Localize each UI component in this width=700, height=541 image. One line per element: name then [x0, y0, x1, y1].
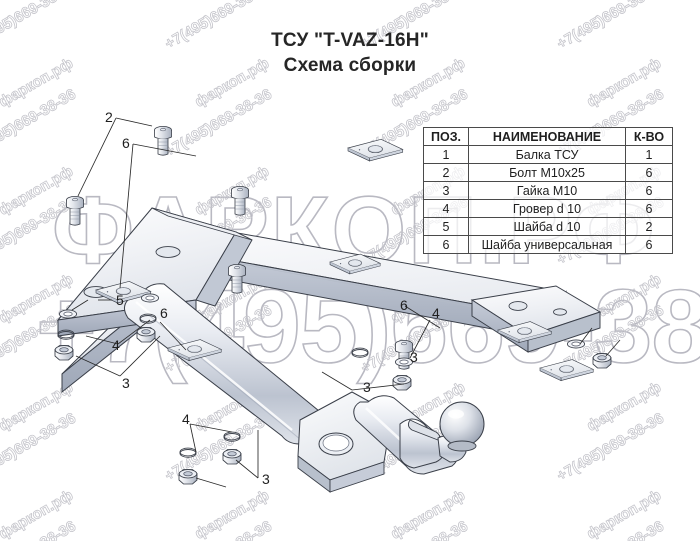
cell-qty: 6: [625, 181, 673, 200]
title-line-1: ТСУ "T-VAZ-16H": [271, 30, 429, 51]
callout-3-mid: 3: [410, 349, 418, 365]
cell-pos: 2: [423, 163, 469, 182]
cell-name: Шайба d 10: [468, 217, 626, 236]
cell-name: Балка ТСУ: [468, 145, 626, 164]
universal-plate-upper-right: [347, 139, 404, 162]
bolt-mid-right: [231, 185, 249, 216]
nut-left2: [136, 327, 156, 343]
callout-4-bottom: 4: [182, 411, 190, 427]
grover-right: [351, 347, 369, 358]
grover-bottom1: [223, 431, 241, 442]
universal-plate-right-lower: [539, 359, 594, 381]
header-qty: К-ВО: [625, 127, 673, 146]
cell-name: Гровер d 10: [468, 199, 626, 218]
callout-4-left: 4: [112, 337, 120, 353]
grover-bottom2: [179, 447, 197, 458]
callout-3-right: 3: [363, 379, 371, 395]
cell-qty: 6: [625, 199, 673, 218]
nut-bottom-right: [592, 353, 612, 369]
cell-pos: 1: [423, 145, 469, 164]
cell-qty: 2: [625, 217, 673, 236]
callout-3-bottom: 3: [262, 471, 270, 487]
callout-5: 5: [116, 292, 124, 308]
callout-6-lower-left: 6: [160, 305, 168, 321]
callout-4-right: 4: [432, 305, 440, 321]
parts-table-header-row: ПОЗ. НАИМЕНОВАНИЕ К-ВО: [423, 127, 673, 146]
cell-qty: 6: [625, 235, 673, 254]
callout-6-upper: 6: [122, 135, 130, 151]
cell-pos: 4: [423, 199, 469, 218]
cell-pos: 6: [423, 235, 469, 254]
cell-qty: 1: [625, 145, 673, 164]
bolt-upper-left: [66, 195, 84, 226]
header-pos: ПОЗ.: [423, 127, 469, 146]
header-name: НАИМЕНОВАНИЕ: [468, 127, 626, 146]
washer-left: [58, 309, 78, 319]
washer-left2: [140, 293, 160, 303]
cell-pos: 3: [423, 181, 469, 200]
callout-3-left: 3: [122, 375, 130, 391]
callout-2: 2: [105, 109, 113, 125]
cell-name: Гайка M10: [468, 181, 626, 200]
title-line-2: Схема сборки: [283, 55, 417, 76]
callout-leaders: [71, 117, 621, 488]
diagram-title: ТСУ "T-VAZ-16H" Схема сборки: [0, 28, 700, 78]
cell-name: Шайба универсальная: [468, 235, 626, 254]
tow-ball-assembly: [297, 391, 485, 493]
cell-name: Болт M10x25: [468, 163, 626, 182]
nut-left: [54, 345, 74, 361]
callout-6-right: 6: [400, 297, 408, 313]
cell-pos: 5: [423, 217, 469, 236]
nut-right: [392, 375, 412, 391]
cell-qty: 6: [625, 163, 673, 182]
nut-bottom2: [178, 469, 198, 485]
